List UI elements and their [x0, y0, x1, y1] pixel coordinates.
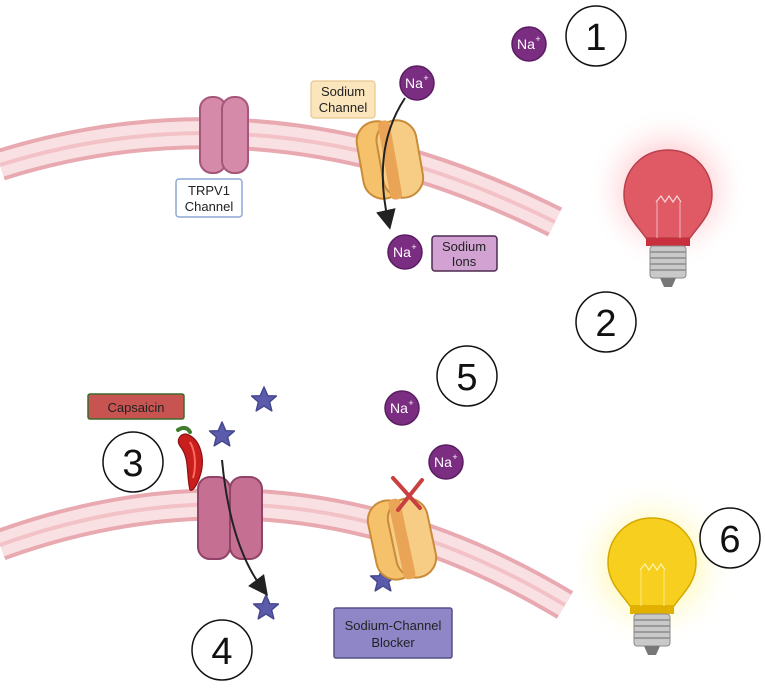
light-bulb-icon	[607, 517, 697, 655]
step-number-4: 4	[191, 619, 253, 681]
svg-text:6: 6	[719, 519, 740, 561]
sodium-channel-label-line1: Sodium	[321, 84, 365, 99]
step-number-1: 1	[565, 5, 627, 67]
sodium-channel-label: Sodium Channel	[310, 80, 376, 119]
star-molecule-icon	[208, 421, 236, 447]
svg-text:3: 3	[122, 443, 143, 485]
na-ion-icon: Na +	[428, 444, 464, 480]
step-number-2: 2	[575, 291, 637, 353]
svg-text:2: 2	[595, 303, 616, 345]
sodium-channel-blocker-label: Sodium-Channel Blocker	[333, 607, 453, 659]
trpv1-label-line2: Channel	[185, 199, 234, 214]
sodium-ions-label-line2: Ions	[452, 254, 477, 269]
svg-text:5: 5	[456, 357, 477, 399]
step-number-6: 6	[699, 507, 761, 569]
na-ion-symbol: Na	[393, 244, 411, 260]
na-ion-symbol: Na	[405, 75, 423, 91]
na-ion-charge: +	[535, 34, 540, 44]
na-ion-symbol: Na	[517, 36, 535, 52]
blocker-label-line1: Sodium-Channel	[345, 618, 442, 633]
na-ion-symbol: Na	[434, 454, 452, 470]
trpv1-label: TRPV1 Channel	[175, 178, 243, 218]
na-ion-icon: Na +	[399, 65, 435, 101]
chili-pepper-icon	[176, 425, 203, 491]
na-ion-icon: Na +	[387, 234, 423, 270]
sodium-channel-label-line2: Channel	[319, 100, 368, 115]
light-bulb-icon	[623, 149, 713, 287]
step-number-3: 3	[102, 431, 164, 493]
x-mark-icon	[391, 476, 424, 512]
na-ion-icon: Na +	[511, 26, 547, 62]
sodium-channel-bottom	[366, 497, 438, 581]
capsaicin-label: Capsaicin	[87, 393, 185, 420]
capsaicin-flow-arrow	[221, 459, 268, 597]
trpv1-channel-top	[199, 96, 249, 174]
trpv1-label-line1: TRPV1	[188, 183, 230, 198]
step-number-5: 5	[436, 345, 498, 407]
svg-text:4: 4	[211, 631, 232, 673]
svg-text:1: 1	[585, 17, 606, 59]
na-ion-charge: +	[411, 242, 416, 252]
blocker-label-line2: Blocker	[371, 635, 415, 650]
na-ion-icon: Na +	[384, 390, 420, 426]
capsaicin-label-text: Capsaicin	[107, 400, 164, 415]
sodium-ions-label-line1: Sodium	[442, 239, 486, 254]
cell-membrane-bottom	[0, 488, 574, 619]
na-ion-charge: +	[423, 73, 428, 83]
star-molecule-icon	[252, 594, 280, 620]
star-molecule-icon	[250, 386, 278, 412]
sodium-flow-arrow	[376, 97, 406, 230]
trpv1-channel-bottom	[197, 476, 263, 560]
sodium-channel-top	[355, 119, 425, 200]
na-ion-symbol: Na	[390, 400, 408, 416]
na-ion-charge: +	[408, 398, 413, 408]
sodium-ions-label: Sodium Ions	[431, 235, 498, 272]
cell-membrane-top	[0, 117, 563, 237]
na-ion-charge: +	[452, 452, 457, 462]
